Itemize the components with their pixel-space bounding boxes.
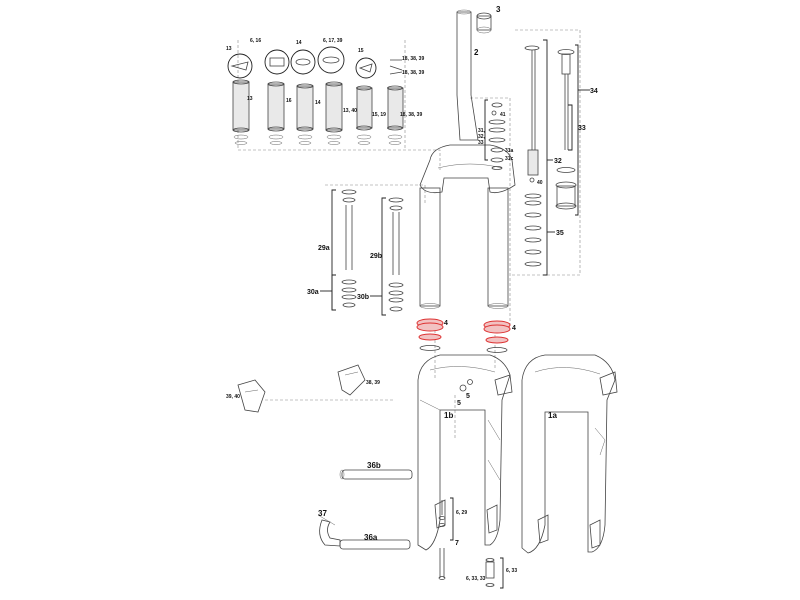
callout-34: 34 bbox=[590, 88, 598, 95]
callout-6-33-33: 6, 33, 33 bbox=[466, 576, 486, 582]
callout-18-38-39-b: 18, 38, 39 bbox=[402, 70, 424, 76]
callout-15-top: 15 bbox=[358, 48, 364, 54]
callout-18-38-39-c: 18, 38, 39 bbox=[400, 112, 422, 118]
callout-13-top: 13 bbox=[226, 46, 232, 52]
damper-rod-right bbox=[524, 39, 590, 276]
callout-36a: 36a bbox=[364, 533, 378, 542]
callout-15-19: 15, 19 bbox=[372, 112, 386, 118]
callout-6-29: 6, 29 bbox=[456, 510, 467, 516]
callout-40: 40 bbox=[537, 180, 543, 186]
callout-6-16: 6, 16 bbox=[250, 38, 261, 44]
crown-steerer-assembly bbox=[419, 9, 516, 309]
callout-4-left: 4 bbox=[444, 320, 448, 327]
callout-5-right: 5 bbox=[466, 393, 470, 400]
callout-14-top: 14 bbox=[296, 40, 302, 46]
callout-33: 33 bbox=[578, 125, 586, 132]
lower-legs-1a bbox=[521, 354, 618, 554]
dust-seals-part bbox=[416, 318, 511, 353]
callout-18-38-39-a: 18, 38, 39 bbox=[402, 56, 424, 62]
callout-38-39: 38, 39 bbox=[366, 380, 380, 386]
callout-29a: 29a bbox=[318, 245, 330, 252]
callout-1b: 1b bbox=[444, 411, 453, 420]
callout-41: 41 bbox=[500, 112, 506, 118]
callout-14-side: 14 bbox=[315, 100, 321, 106]
callout-29b: 29b bbox=[370, 253, 382, 260]
callout-31-32-33: 31,32,33 bbox=[478, 128, 486, 146]
callout-1a: 1a bbox=[548, 411, 557, 420]
callout-13-40: 13, 40 bbox=[343, 108, 357, 114]
callout-39-40: 39, 40 bbox=[226, 394, 240, 400]
callout-13-side: 13 bbox=[247, 96, 253, 102]
middle-small-parts bbox=[484, 99, 535, 183]
air-spring-shafts bbox=[320, 189, 404, 316]
callout-31a: 31a bbox=[505, 148, 514, 154]
callout-6-33: 6, 33 bbox=[506, 568, 517, 574]
callout-37: 37 bbox=[318, 509, 327, 518]
callout-5-left: 5 bbox=[457, 400, 461, 407]
callout-7: 7 bbox=[455, 540, 459, 547]
callout-2: 2 bbox=[474, 48, 479, 57]
top-cap-part bbox=[476, 12, 492, 34]
callout-16: 16 bbox=[286, 98, 292, 104]
assembly-guide-lines bbox=[237, 29, 581, 440]
callout-30a: 30a bbox=[307, 289, 319, 296]
callout-labels: 1a 1b 2 3 4 4 5 5 6, 16 6, 17, 39 13 13 … bbox=[226, 5, 598, 582]
bottom-small-parts bbox=[438, 497, 504, 589]
callout-6-17-39: 6, 17, 39 bbox=[323, 38, 343, 44]
damper-cartridges bbox=[227, 46, 404, 145]
callout-31c: 31c bbox=[505, 156, 514, 162]
callout-32: 32 bbox=[554, 158, 562, 165]
lower-legs-1b bbox=[417, 354, 513, 551]
axles-levers bbox=[237, 364, 473, 550]
callout-3: 3 bbox=[496, 5, 501, 14]
callout-35: 35 bbox=[556, 230, 564, 237]
callout-4-right: 4 bbox=[512, 325, 516, 332]
callout-30b: 30b bbox=[357, 294, 369, 301]
callout-36b: 36b bbox=[367, 461, 381, 470]
